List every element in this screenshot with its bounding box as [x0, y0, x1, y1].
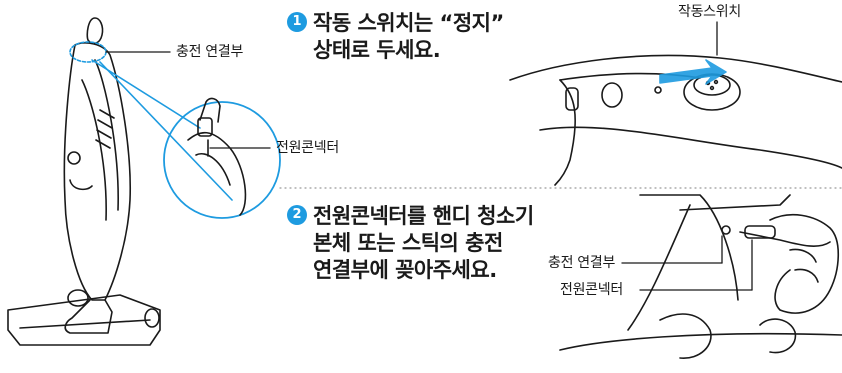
step-1-line-1: 작동 스위치는 “정지” [313, 11, 504, 35]
step-1-text: 작동 스위치는 “정지” 상태로 두세요. [313, 10, 504, 64]
stick-vacuum-illustration [7, 17, 161, 346]
step-2-text: 전원콘넥터를 핸디 청소기 본체 또는 스틱의 충전 연결부에 꽂아주세요. [313, 203, 534, 284]
step-2-line-3: 연결부에 꽂아주세요. [313, 258, 497, 282]
step-2: 2 전원콘넥터를 핸디 청소기 본체 또는 스틱의 충전 연결부에 꽂아주세요. [287, 203, 534, 284]
step-2-line-2: 본체 또는 스틱의 충전 [313, 231, 503, 255]
step-1: 1 작동 스위치는 “정지” 상태로 두세요. [287, 10, 504, 64]
power-connector-label-left: 전원콘넥터 [276, 140, 339, 156]
step-1-line-2: 상태로 두세요. [313, 38, 441, 62]
zoom-circle [163, 101, 281, 219]
charge-port-label-right: 충전 연결부 [548, 255, 616, 271]
charge-port-label-left: 충전 연결부 [176, 44, 244, 60]
step-1-badge: 1 [287, 12, 307, 32]
switch-closeup-illustration [509, 21, 842, 186]
arrow-icon [659, 59, 727, 85]
connector-insertion-illustration [559, 194, 842, 359]
step-2-line-1: 전원콘넥터를 핸디 청소기 [313, 204, 534, 228]
power-connector-label-right: 전원콘넥터 [560, 282, 623, 298]
operation-switch-label: 작동스위치 [678, 4, 741, 20]
step-2-badge: 2 [287, 205, 307, 225]
